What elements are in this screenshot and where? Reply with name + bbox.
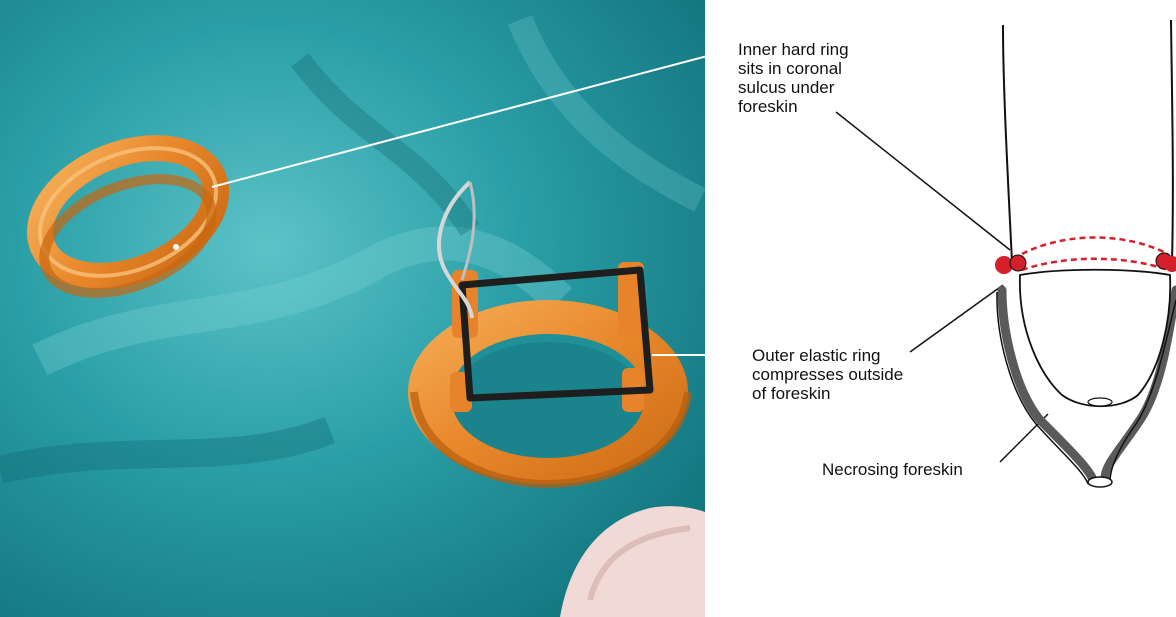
leader-outer-ring-diagram <box>910 285 1003 352</box>
penile-shaft-right <box>1171 20 1173 262</box>
inner-hard-ring-dashed <box>1022 259 1168 270</box>
label-outer-elastic-ring: Outer elastic ring compresses outside of… <box>752 346 962 403</box>
penile-shaft-left <box>1003 25 1012 262</box>
foreskin-tip <box>1088 477 1112 487</box>
label-necrosing-foreskin: Necrosing foreskin <box>822 460 1022 479</box>
inner-ring-marker-left <box>1010 255 1026 271</box>
glans <box>1020 270 1170 407</box>
leader-inner-ring-diagram <box>836 112 1010 250</box>
inner-hard-ring-dashed <box>1022 238 1168 255</box>
label-inner-hard-ring: Inner hard ring sits in coronal sulcus u… <box>738 40 908 116</box>
urethral-meatus <box>1088 398 1112 406</box>
leader-inner-ring <box>212 50 730 187</box>
